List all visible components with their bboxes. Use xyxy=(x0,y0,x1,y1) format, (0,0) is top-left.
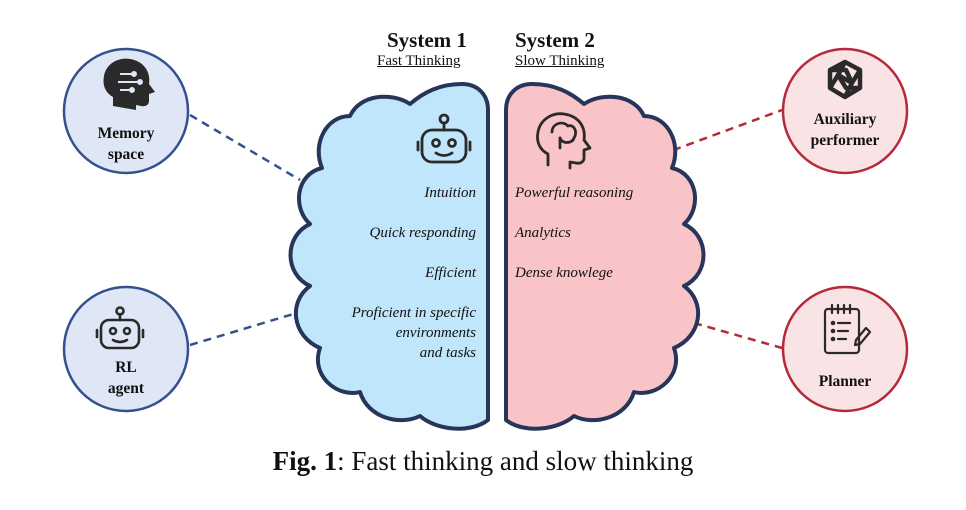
planner-node-label: Planner xyxy=(785,371,905,392)
slow-trait: Dense knowlege xyxy=(515,265,613,281)
slow-trait: Analytics xyxy=(515,225,571,241)
slow-hemisphere xyxy=(504,82,706,431)
memory-label-line2: space xyxy=(107,146,145,163)
head-circuit-icon xyxy=(103,58,155,110)
robot-icon xyxy=(416,113,472,164)
figure-caption: Fig. 1: Fast thinking and slow thinking xyxy=(0,446,966,477)
planner-connector xyxy=(693,321,783,350)
fast-hemisphere xyxy=(288,82,490,431)
auxiliary-connector xyxy=(659,108,783,157)
robot-icon xyxy=(95,306,145,350)
fast-trait: Intuition xyxy=(424,185,476,201)
clipboard-list-icon xyxy=(823,303,872,355)
rl-connector xyxy=(189,310,301,347)
head-brain-icon xyxy=(536,112,592,170)
planner-label-line1: Planner xyxy=(818,373,872,390)
rl-label-line1: RL xyxy=(115,359,137,376)
planner-node xyxy=(781,285,909,413)
fast-trait: and tasks xyxy=(419,345,476,361)
auxiliary-node xyxy=(781,47,909,175)
slow-trait: Powerful reasoning xyxy=(515,185,634,201)
system2-subtitle: Slow Thinking xyxy=(515,53,605,69)
memory-connector xyxy=(189,113,301,182)
system2-title: System 2 xyxy=(515,28,595,52)
caption-prefix: Fig. 1 xyxy=(272,446,338,476)
fast-trait: Proficient in specific xyxy=(351,305,476,321)
fast-trait: environments xyxy=(395,325,476,341)
memory-label-line1: Memory xyxy=(97,125,155,142)
fast-trait: Quick responding xyxy=(369,225,476,241)
system1-subtitle: Fast Thinking xyxy=(377,53,461,69)
openai-logo-icon xyxy=(827,59,863,100)
fast-trait: Efficient xyxy=(425,265,476,281)
memory-node-label: Memory space xyxy=(66,123,186,165)
auxiliary-node-label: Auxiliary performer xyxy=(785,109,905,151)
auxiliary-label-line1: Auxiliary xyxy=(813,111,877,128)
memory-node xyxy=(62,47,190,175)
caption-text: : Fast thinking and slow thinking xyxy=(337,446,694,476)
rl-label-line2: agent xyxy=(107,380,145,397)
auxiliary-label-line2: performer xyxy=(810,132,880,149)
system1-title: System 1 xyxy=(387,28,467,52)
rl-node-label: RL agent xyxy=(66,357,186,399)
